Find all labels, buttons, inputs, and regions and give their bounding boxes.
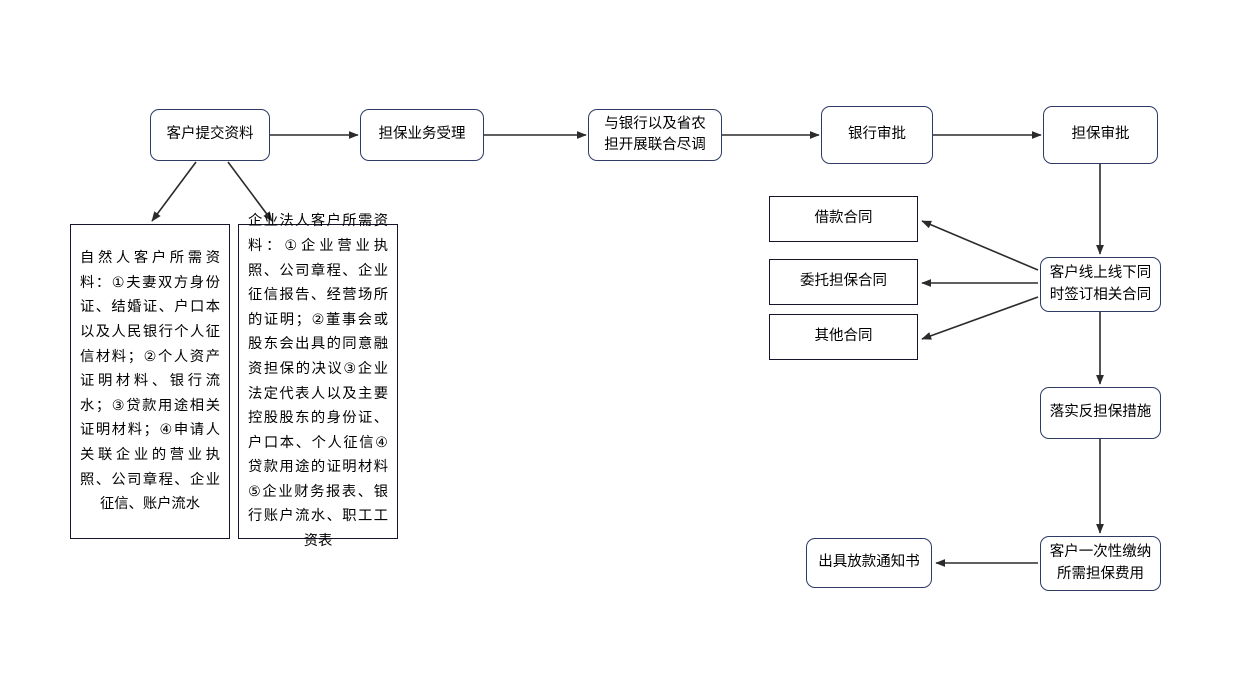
node-loan-contract[interactable]: 借款合同 bbox=[769, 196, 918, 242]
node-label: 委托担保合同 bbox=[800, 273, 887, 290]
node-joint-due-diligence[interactable]: 与银行以及省农 担开展联合尽调 bbox=[588, 109, 722, 161]
node-counter-guarantee[interactable]: 落实反担保措施 bbox=[1040, 387, 1161, 439]
node-other-contract[interactable]: 其他合同 bbox=[769, 314, 918, 360]
node-natural-person-materials[interactable]: 自然人客户所需资料：①夫妻双方身份证、结婚证、户口本以及人民银行个人征信材料；②… bbox=[70, 224, 230, 539]
node-issue-loan-notice[interactable]: 出具放款通知书 bbox=[806, 538, 932, 588]
node-label: 企业法人客户所需资料：①企业营业执照、公司章程、企业征信报告、经营场所的证明；②… bbox=[248, 213, 388, 549]
node-label: 自然人客户所需资料：①夫妻双方身份证、结婚证、户口本以及人民银行个人征信材料；②… bbox=[80, 250, 220, 513]
node-label: 其他合同 bbox=[814, 328, 873, 345]
connector-submit-to-natural-person bbox=[151, 161, 197, 222]
node-guarantee-approval[interactable]: 担保审批 bbox=[1043, 106, 1158, 164]
node-label: 出具放款通知书 bbox=[818, 554, 920, 571]
node-label: 落实反担保措施 bbox=[1049, 404, 1152, 421]
node-enterprise-materials[interactable]: 企业法人客户所需资料：①企业营业执照、公司章程、企业征信报告、经营场所的证明；②… bbox=[238, 213, 398, 549]
node-guarantee-acceptance[interactable]: 担保业务受理 bbox=[360, 109, 484, 161]
node-sign-contracts[interactable]: 客户线上线下同 时签订相关合同 bbox=[1040, 257, 1161, 312]
node-label: 客户提交资料 bbox=[166, 126, 254, 143]
connector-sign-to-loan-contract bbox=[921, 220, 1039, 271]
node-pay-fee[interactable]: 客户一次性缴纳 所需担保费用 bbox=[1040, 536, 1161, 591]
node-label: 担保业务受理 bbox=[378, 126, 466, 143]
node-label: 担保审批 bbox=[1071, 126, 1130, 143]
node-submit-materials[interactable]: 客户提交资料 bbox=[150, 109, 270, 161]
connector-sign-to-other-contract bbox=[921, 296, 1039, 340]
node-label: 与银行以及省农 担开展联合尽调 bbox=[604, 115, 706, 153]
node-label: 银行审批 bbox=[848, 126, 906, 143]
node-bank-approval[interactable]: 银行审批 bbox=[821, 106, 933, 164]
node-label: 客户一次性缴纳 所需担保费用 bbox=[1049, 544, 1152, 582]
node-label: 客户线上线下同 时签订相关合同 bbox=[1049, 265, 1152, 303]
node-label: 借款合同 bbox=[814, 210, 873, 227]
node-entrusted-guarantee-contract[interactable]: 委托担保合同 bbox=[769, 259, 918, 305]
